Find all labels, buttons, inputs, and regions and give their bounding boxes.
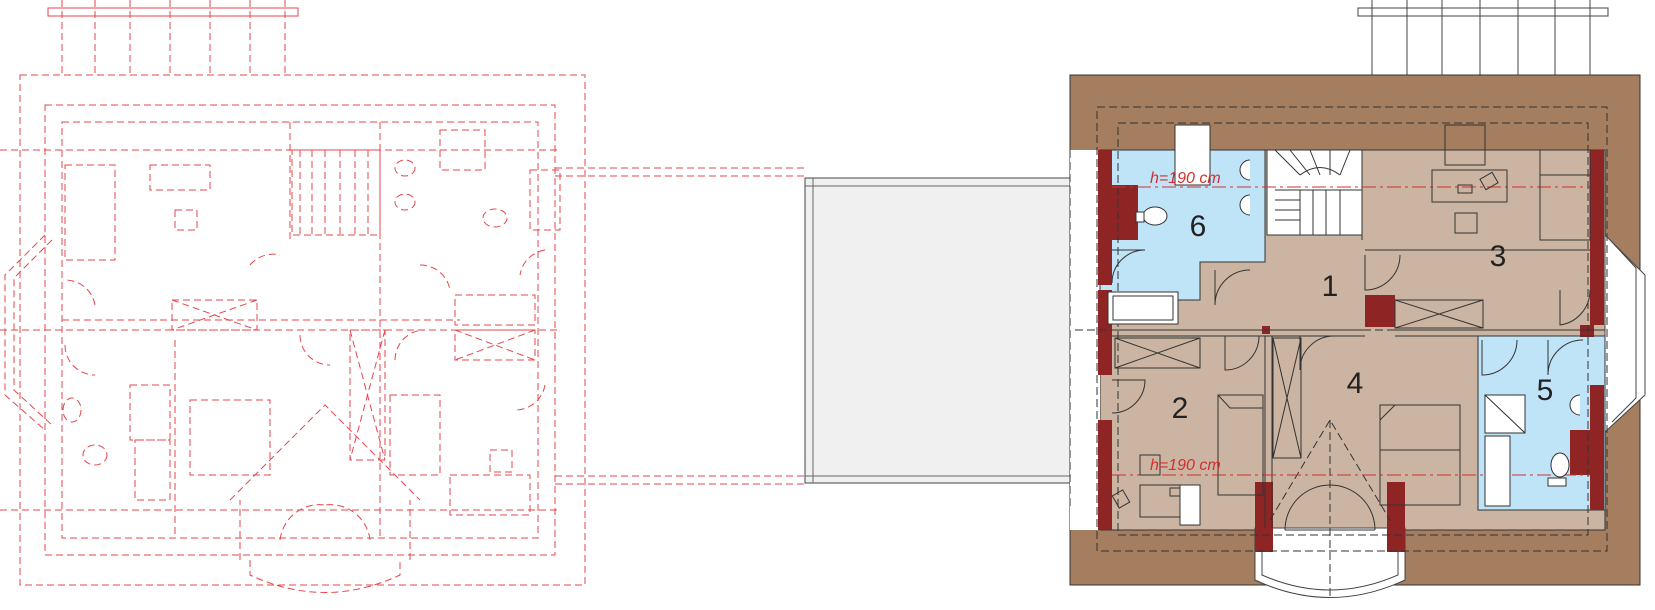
ghost-bed-icon (189, 399, 271, 476)
bed-icon (1217, 149, 1591, 506)
ghost-toilet-icon (394, 159, 416, 177)
ghost-floor-plan (0, 0, 805, 593)
stairs-icon (1266, 149, 1363, 236)
terrace (804, 177, 1096, 484)
wardrobe-icon (1114, 299, 1484, 459)
ghost-bay-window (4, 234, 46, 431)
room-number-5: 5 (1537, 374, 1554, 407)
sink-icon-2 (1569, 394, 1581, 416)
ghost-outline-outer (19, 74, 586, 586)
room-number-6: 6 (1190, 210, 1207, 243)
ghost-door-swing-icon (249, 253, 281, 266)
ghost-bathtub-icon (454, 294, 536, 326)
toilet-icon (1142, 206, 1168, 226)
ghost-balcony-railing-icon (47, 0, 299, 75)
ghost-entrance (249, 560, 401, 593)
bathtub-icon-2 (1484, 435, 1511, 507)
room-number-2: 2 (1172, 392, 1189, 425)
room-number-3: 3 (1490, 240, 1507, 273)
ghost-roof-gable (229, 404, 421, 501)
chimney (1444, 124, 1486, 166)
ghost-desk-icon (149, 164, 211, 191)
height-note-bottom: h=190 cm (1150, 457, 1221, 474)
room-number-1: 1 (1322, 270, 1339, 303)
toilet-icon-2 (1550, 452, 1570, 478)
bathtub-icon (1107, 291, 1179, 325)
ghost-wardrobe-icon (64, 164, 116, 261)
door-swing-icon (1111, 249, 1591, 531)
ghost-stairs-icon (291, 149, 381, 236)
balcony-railing-icon (1357, 0, 1609, 75)
front-balcony (1254, 527, 1406, 598)
room-number-4: 4 (1347, 367, 1364, 400)
sink-icon (1239, 159, 1251, 181)
desk-icon (1431, 169, 1508, 203)
attic-floor-plan (1069, 0, 1646, 600)
height-note-top: h=190 cm (1150, 170, 1221, 187)
